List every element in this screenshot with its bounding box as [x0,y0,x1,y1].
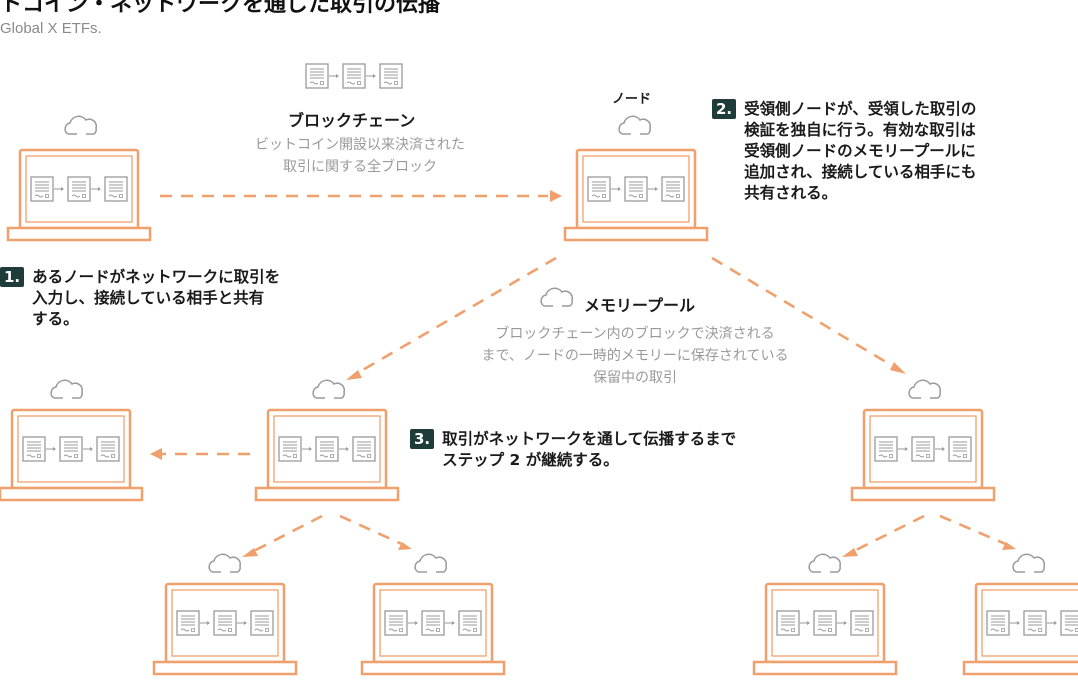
step-line: 追加され、接続している相手にも [744,163,977,181]
cloud-icon [618,115,651,135]
arrow-node4-to-node9 [939,514,1009,547]
cloud-icon [208,553,241,573]
blockchain-heading: ブロックチェーン [288,111,416,130]
step-line: する。 [32,310,79,328]
blockchain-desc-line: ビットコイン開設以来決済された [255,137,465,153]
page-title: トコイン・ネットワークを通じた取引の伝播 [0,0,441,17]
mempool-desc-line: まで、ノードの一時的メモリーに保存されている [481,348,789,364]
step-line: 取引がネットワークを通して伝播するまで [442,430,737,448]
blockchain-legend-icon [306,64,402,88]
step-1: 1. あるノードがネットワークに取引を 入力し、接続している相手と共有 する。 [0,267,280,330]
cloud-icon [50,379,83,399]
blockchain-desc-line: 取引に関する全ブロック [283,159,437,175]
step-3-number: 3. [410,429,435,449]
arrow-node4-to-node8 [849,514,925,555]
arrow-node3-to-node6 [249,514,323,555]
source-label: Global X ETFs. [0,20,102,37]
node-label: ノード [612,92,652,107]
step-line: 受領側ノードのメモリープールに [744,142,976,160]
laptop-node-5 [852,410,994,500]
cloud-icon [908,379,941,399]
cloud-icon [64,115,97,135]
mempool-cloud-icon [540,287,573,307]
step-2: 2. 受領側ノードが、受領した取引の 検証を独自に行う。有効な取引は 受領側ノー… [712,99,976,204]
step-line: ステップ 2 が継続する。 [442,451,619,469]
arrow-node3-to-node7 [339,514,405,547]
laptop-node-2 [565,150,707,240]
cloud-icon [1012,553,1045,573]
cloud-icon [808,553,841,573]
laptop-node-9 [964,584,1078,674]
arrow-node2-to-node4 [711,256,897,370]
cloud-icon [312,379,345,399]
mempool-desc-line: ブロックチェーン内のブロックで決済される [495,326,775,342]
blockchain-description: ビットコイン開設以来決済された 取引に関する全ブロック [210,134,510,178]
step-line: 受領側ノードが、受領した取引の [744,100,977,118]
step-2-number: 2. [712,99,737,119]
step-1-text: あるノードがネットワークに取引を 入力し、接続している相手と共有 する。 [32,267,280,330]
step-3-text: 取引がネットワークを通して伝播するまで ステップ 2 が継続する。 [442,429,736,471]
step-2-text: 受領側ノードが、受領した取引の 検証を独自に行う。有効な取引は 受領側ノードのメ… [744,99,976,204]
step-1-number: 1. [0,267,25,287]
mempool-desc-line: 保留中の取引 [593,370,677,386]
step-line: 入力し、接続している相手と共有 [32,289,265,307]
mempool-description: ブロックチェーン内のブロックで決済される まで、ノードの一時的メモリーに保存され… [430,323,840,389]
laptop-node-6 [154,584,296,674]
laptop-node-3 [0,410,142,500]
cloud-icon [414,553,447,573]
laptop-node-1 [8,150,150,240]
step-line: 検証を独自に行う。有効な取引は [744,121,976,139]
laptop-node-4 [256,410,398,500]
laptop-node-7 [362,584,504,674]
mempool-heading: メモリープール [584,296,696,315]
step-line: 共有される。 [744,184,838,202]
step-line: あるノードがネットワークに取引を [32,268,281,286]
step-3: 3. 取引がネットワークを通して伝播するまで ステップ 2 が継続する。 [410,429,736,471]
arrow-node2-to-node3 [353,256,557,377]
laptop-node-8 [754,584,896,674]
